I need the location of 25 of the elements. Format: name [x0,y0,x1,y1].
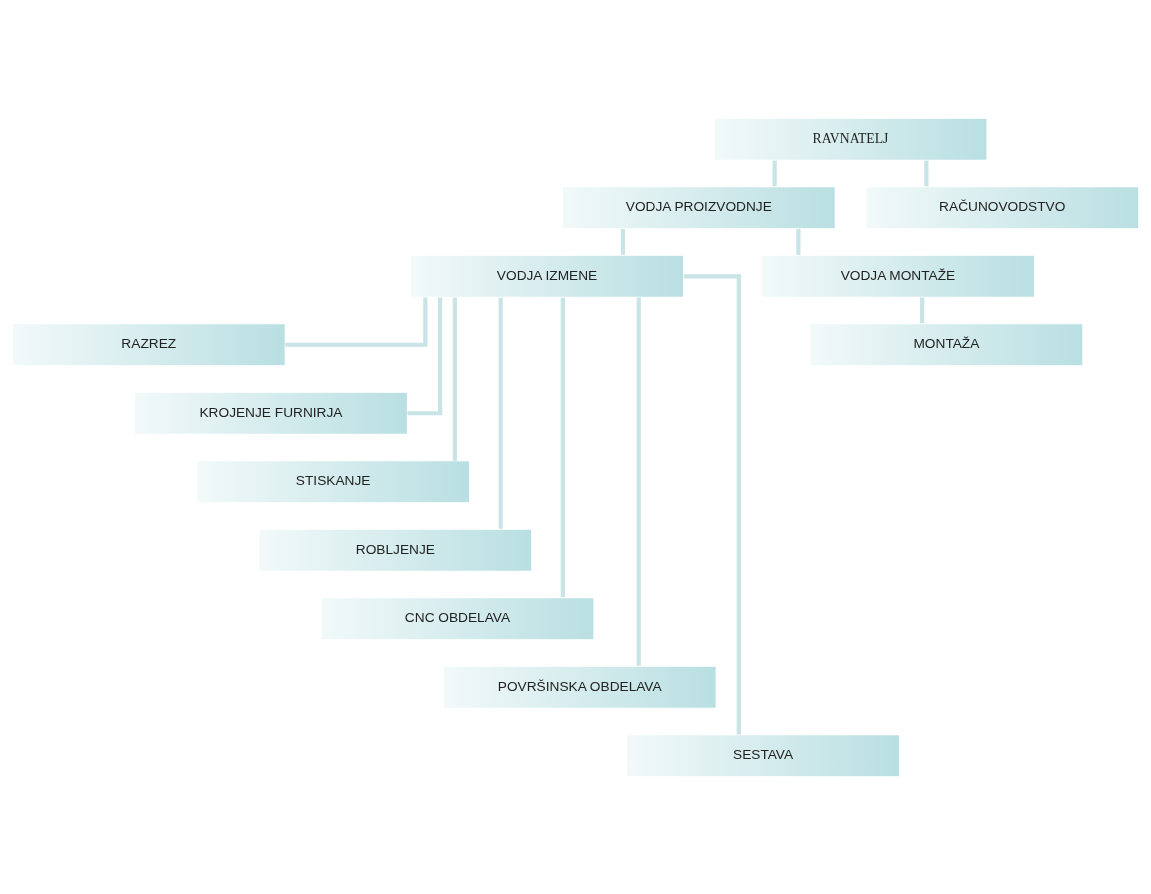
connector [498,297,503,529]
node-box: RAVNATELJ [713,117,988,161]
node-box: POVRŠINSKA OBDELAVA [442,665,717,709]
node-box: CNC OBDELAVA [320,596,595,640]
node-box: RAČUNOVODSTVO [865,185,1140,229]
connector [560,297,565,597]
connector [285,297,428,347]
node-box: ROBLJENJE [258,528,533,572]
connector [620,228,626,255]
node-box: SESTAVA [626,733,901,777]
node-box: VODJA PROIZVODNJE [561,185,836,229]
node-box: VODJA IZMENE [410,254,685,298]
connector [924,160,929,186]
connector [796,228,801,255]
node-box: RAZREZ [11,322,286,366]
node-box: MONTAŽA [809,322,1084,366]
connector [920,297,925,323]
node-box: KROJENJE FURNIRJA [134,391,408,435]
connector [407,296,443,415]
connector [452,297,457,461]
connector [772,160,777,186]
connector [636,297,641,666]
node-box: VODJA MONTAŽE [760,254,1035,298]
connector [683,273,741,734]
node-box: STISKANJE [196,459,471,503]
